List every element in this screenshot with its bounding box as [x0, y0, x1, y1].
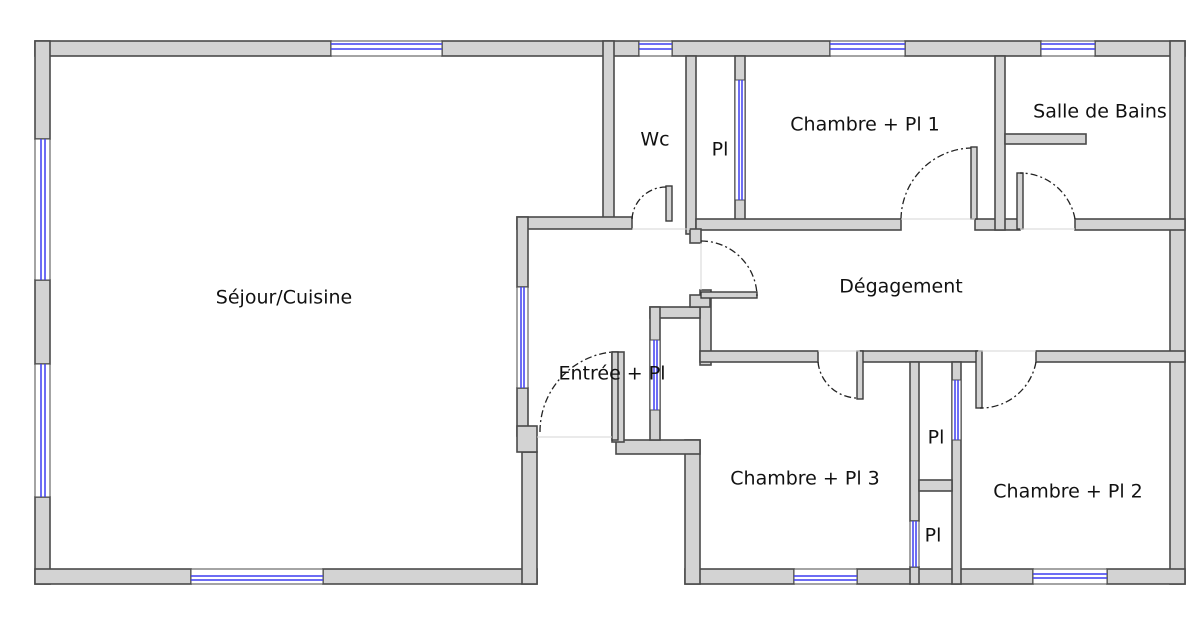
wall-entree-bottom	[615, 439, 701, 455]
room-label-entree: Entrée + Pl	[558, 362, 666, 385]
room-label-chambre2: Chambre + Pl 2	[993, 480, 1143, 503]
wall-right-outer	[1169, 40, 1186, 585]
room-label-placard-low: Pl	[924, 524, 942, 547]
room-label-chambre1: Chambre + Pl 1	[790, 113, 940, 136]
wall-bottom-right-2	[856, 568, 1034, 585]
wall-chambre1-right	[994, 55, 1006, 231]
wall-bottom-right-3	[1106, 568, 1186, 585]
wall-entree-top	[516, 216, 633, 230]
wall-left-bottom-2	[322, 568, 538, 585]
room-label-sejour: Séjour/Cuisine	[215, 286, 353, 309]
wall-pl-col-left-low	[909, 566, 920, 585]
wall-left-top	[34, 40, 332, 57]
door-swings	[539, 147, 1076, 433]
room-label-salle-de-bains: Salle de Bains	[1033, 100, 1167, 123]
wall-left-outer-1	[34, 40, 51, 140]
wall-deg-bottom-3	[1035, 350, 1186, 363]
wall-top-right-1	[671, 40, 831, 57]
wall-entree-left-1	[516, 216, 529, 288]
windows	[34, 40, 1108, 585]
wall-deg-bottom-2	[859, 350, 979, 363]
wall-sejour-right-low	[521, 451, 538, 585]
wall-deg-bottom-1	[699, 350, 819, 363]
wall-entree-left-foot	[516, 425, 538, 453]
room-label-degagement: Dégagement	[839, 275, 963, 298]
wall-bottom-right-1	[684, 568, 795, 585]
wall-deg-left-2	[699, 289, 712, 366]
wall-deg-left	[689, 228, 702, 244]
room-label-chambre3: Chambre + Pl 3	[730, 467, 880, 490]
wall-left-bottom-1	[34, 568, 192, 585]
room-label-placard-mid: Pl	[927, 426, 945, 449]
wall-sdb-shelf	[1004, 133, 1087, 145]
doors	[611, 146, 1024, 441]
room-label-placard-top: Pl	[711, 138, 729, 161]
wall-pl-column-left	[909, 361, 920, 522]
wall-top-right-2	[904, 40, 1042, 57]
wall-wc-right	[685, 55, 697, 235]
wall-pl-divider	[918, 479, 953, 492]
wall-chambre3-left	[684, 439, 701, 585]
wall-sejour-right-upper	[602, 40, 615, 220]
wall-sdb-bottom	[1074, 218, 1186, 231]
wall-left-outer-2	[34, 279, 51, 365]
wall-pl-column-right	[951, 361, 962, 585]
thresholds	[537, 218, 1075, 438]
wall-chambre1-bottom	[695, 218, 902, 231]
room-label-wc: Wc	[640, 128, 670, 151]
